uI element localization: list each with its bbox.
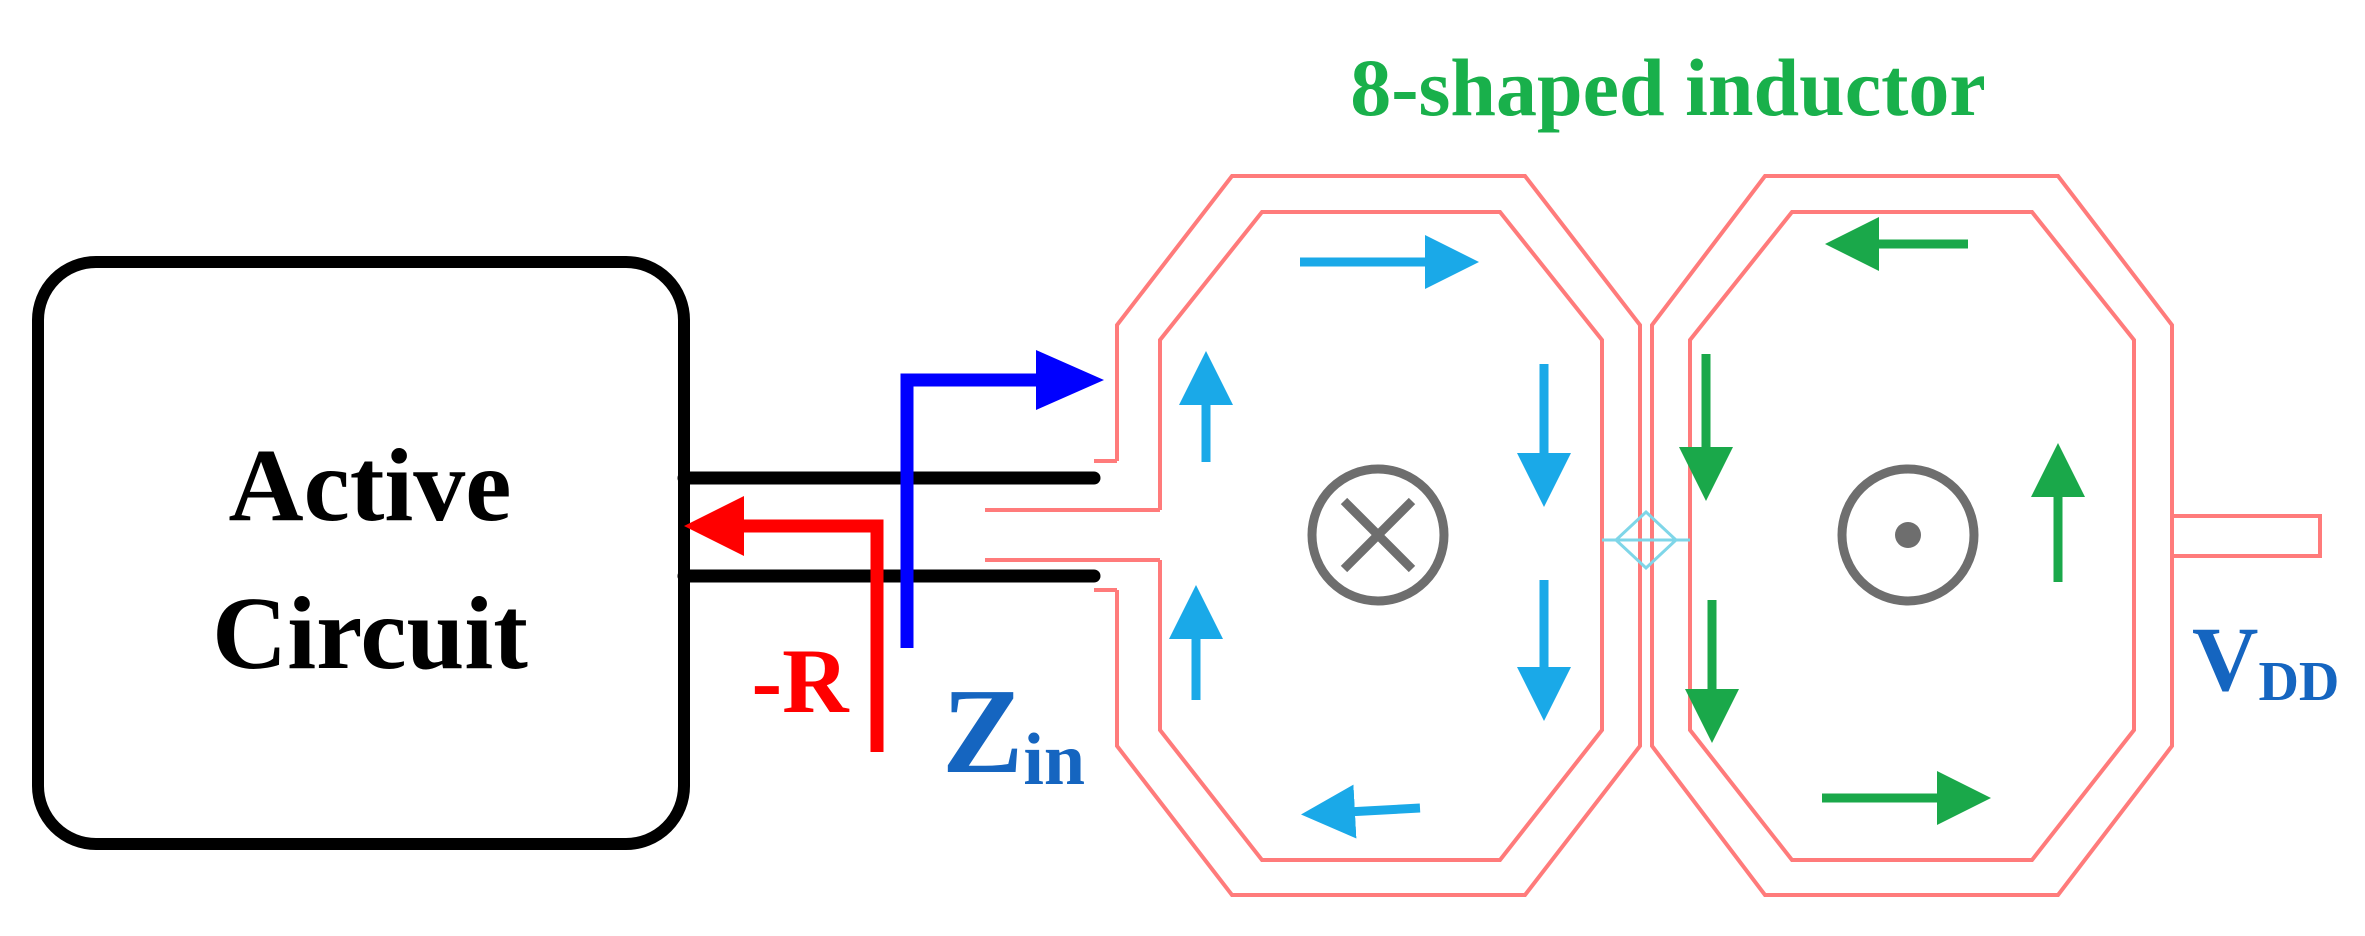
vdd-label-sub: DD — [2258, 651, 2339, 713]
left-inductor-inner-trace — [1158, 210, 1604, 862]
zin-label: Zin — [942, 664, 1085, 801]
left-loop-arrow-bottom — [1301, 784, 1421, 839]
vdd-stub — [2170, 514, 2322, 558]
neg-r-arrow — [684, 496, 884, 752]
neg-r-label: -R — [751, 630, 850, 732]
vdd-label-main: V — [2192, 608, 2258, 710]
zin-label-main: Z — [942, 664, 1023, 799]
active-circuit-label-line1: Active — [229, 428, 512, 543]
dot-circle-icon — [1837, 464, 1979, 606]
active-circuit-label-line2: Circuit — [212, 576, 528, 691]
left-inductor-outer-trace — [1115, 174, 1642, 897]
zin-label-sub: in — [1023, 719, 1085, 801]
diagram-title: 8-shaped inductor — [1350, 42, 1986, 133]
cross-circle-icon — [1307, 464, 1449, 606]
right-inductor-inner-trace — [1688, 210, 2136, 862]
active-circuit-block — [32, 256, 690, 850]
crossover-junction — [1602, 509, 1690, 571]
zin-arrow — [900, 350, 1104, 648]
vdd-label: VDD — [2192, 608, 2339, 713]
